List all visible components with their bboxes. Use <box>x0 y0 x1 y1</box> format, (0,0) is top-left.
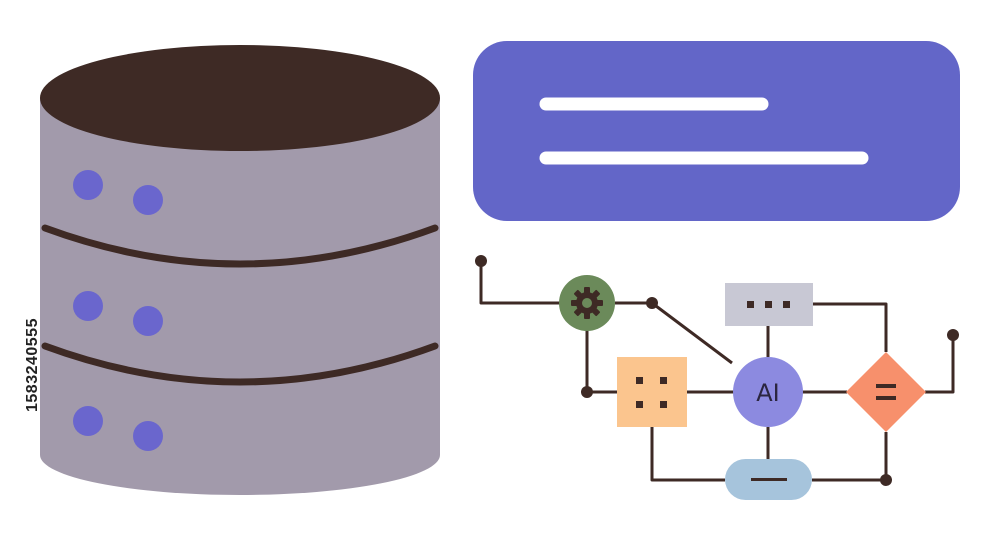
wire <box>479 261 560 305</box>
stock-id-label: 1583240555 <box>24 318 41 412</box>
wire <box>925 335 955 394</box>
database-dot <box>73 291 103 321</box>
database-dot <box>73 406 103 436</box>
equals-icon <box>876 384 896 400</box>
database-icon <box>40 45 440 495</box>
database-dot <box>133 306 163 336</box>
pill-node <box>725 459 812 500</box>
four-dots-icon <box>636 377 667 408</box>
text-bubble-box <box>473 41 960 221</box>
gear-icon <box>571 287 603 319</box>
text-bubble <box>473 41 960 221</box>
database-dot <box>133 185 163 215</box>
database-top <box>40 45 440 151</box>
wire-joint <box>646 297 658 309</box>
wire <box>651 301 733 365</box>
wire-joint <box>475 255 487 267</box>
wire <box>813 302 888 352</box>
database-separator-2 <box>41 342 439 386</box>
wire-joint <box>581 386 593 398</box>
ai-label: AI <box>756 379 780 407</box>
database-separator-1 <box>41 224 439 268</box>
ellipsis-node <box>725 283 813 326</box>
wire <box>650 427 725 482</box>
ai-node: AI <box>733 357 803 427</box>
gear-node <box>559 275 615 331</box>
grid-node <box>617 357 687 427</box>
circuit-wires <box>479 261 955 482</box>
decision-node <box>846 352 926 432</box>
minus-icon <box>751 478 787 481</box>
wire-joint <box>947 329 959 341</box>
wire <box>585 330 617 394</box>
database-dot <box>73 170 103 200</box>
wire-joint <box>880 474 892 486</box>
wire-joints <box>475 255 959 486</box>
database-dot <box>133 421 163 451</box>
ellipsis-icon <box>747 301 790 308</box>
database-body <box>40 98 440 495</box>
